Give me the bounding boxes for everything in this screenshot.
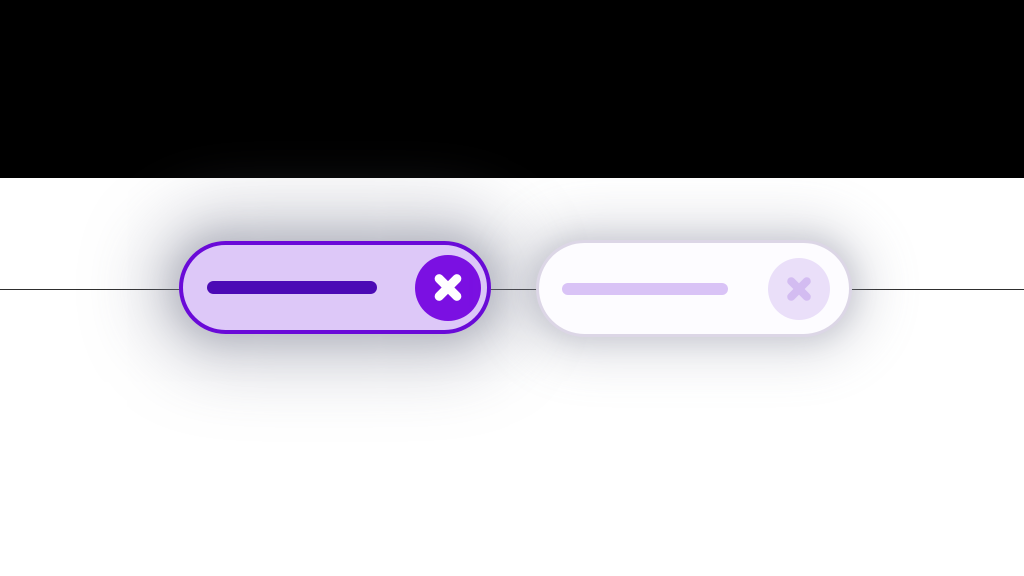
chip-label-bar bbox=[562, 282, 728, 295]
horizontal-divider bbox=[0, 289, 1024, 290]
chip-enabled[interactable] bbox=[179, 241, 491, 334]
top-black-bar bbox=[0, 0, 1024, 178]
chip-disabled[interactable] bbox=[536, 240, 852, 337]
close-icon bbox=[768, 258, 830, 320]
close-icon bbox=[415, 255, 481, 321]
close-button-disabled[interactable] bbox=[768, 257, 830, 320]
close-button[interactable] bbox=[415, 254, 481, 321]
chip-label-bar bbox=[207, 281, 377, 294]
